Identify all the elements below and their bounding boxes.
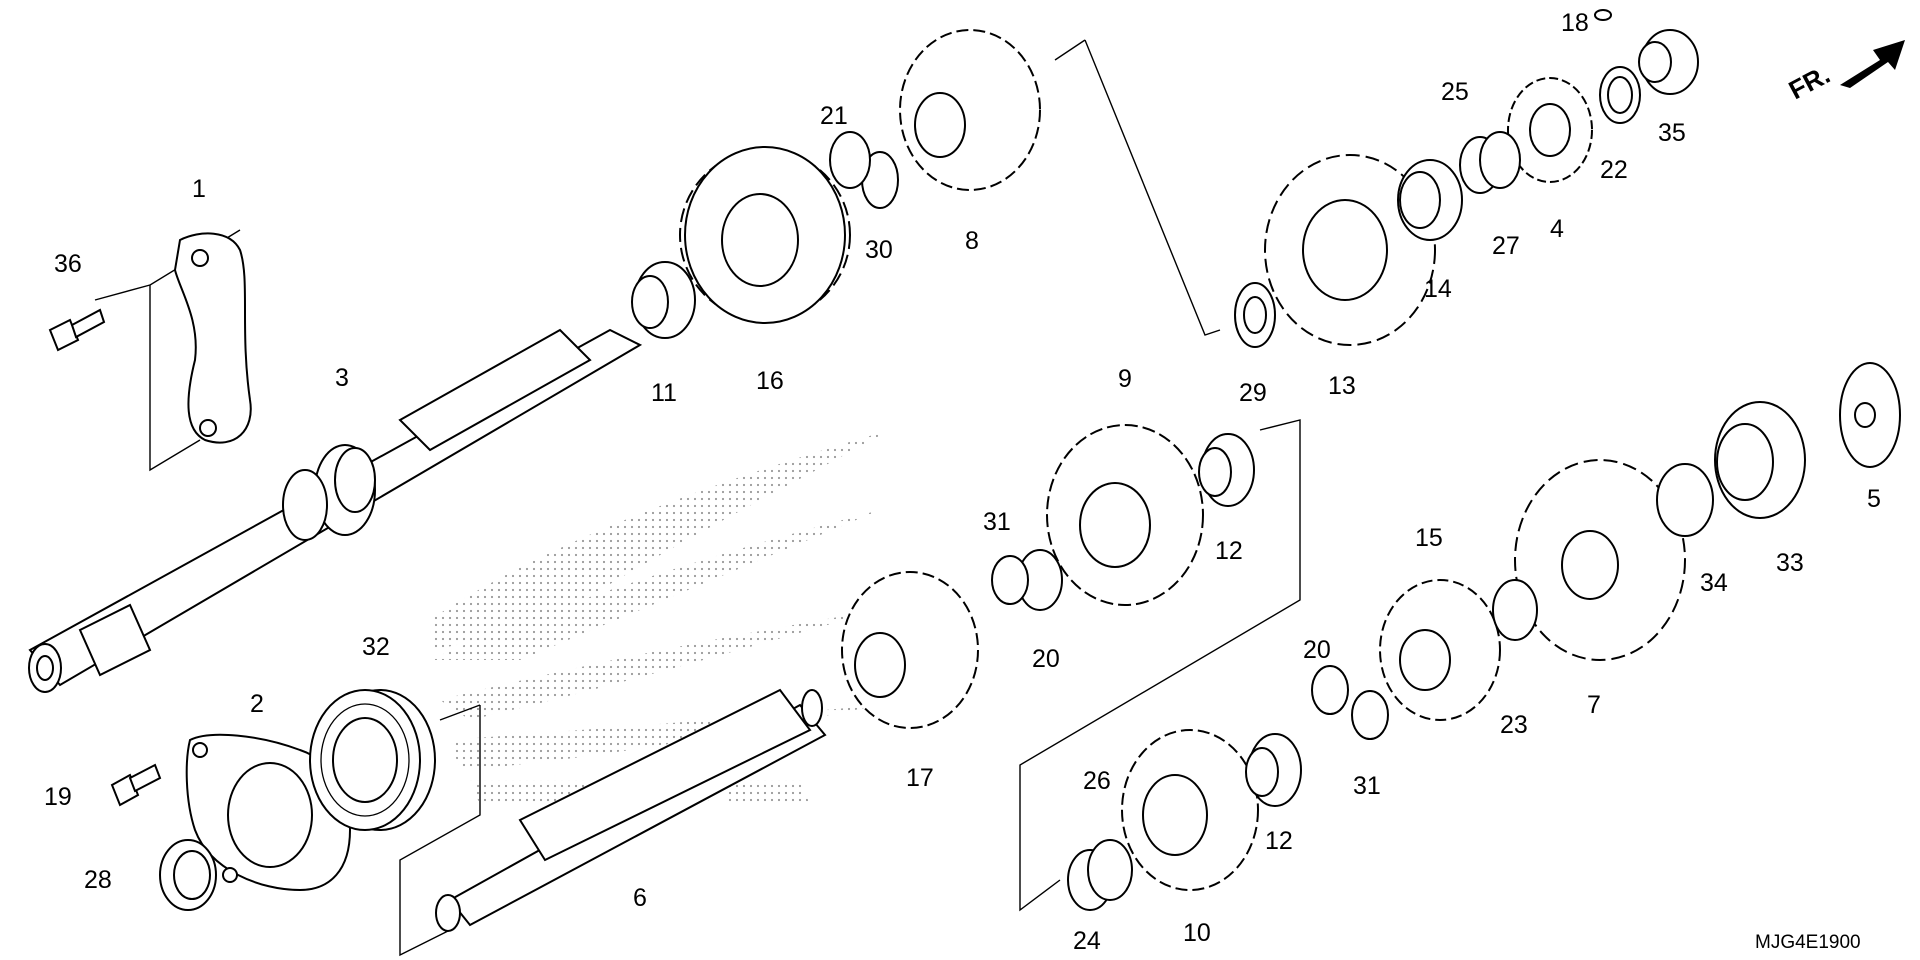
shift-bracket: [173, 232, 252, 444]
gear: [1514, 459, 1686, 661]
washers-and-bushings: [631, 9, 1901, 911]
callout-23: 23: [1500, 711, 1528, 739]
callout-21: 21: [820, 102, 848, 130]
callout-29: 29: [1239, 379, 1267, 407]
gear: [841, 571, 979, 729]
diagram-code: MJG4E1900: [1755, 932, 1861, 953]
callout-26: 26: [1083, 767, 1111, 795]
callout-8: 8: [965, 227, 979, 255]
gear: [679, 146, 851, 324]
callout-6: 6: [633, 884, 647, 912]
callout-36: 36: [54, 250, 82, 278]
callout-22: 22: [1600, 156, 1628, 184]
countershaft: [435, 688, 827, 932]
callout-18: 18: [1561, 9, 1589, 37]
callout-35: 35: [1658, 119, 1686, 147]
callout-25: 25: [1441, 78, 1469, 106]
callout-24: 24: [1073, 927, 1101, 955]
callout-7: 7: [1587, 691, 1601, 719]
callout-31a: 31: [983, 508, 1011, 536]
gear: [899, 29, 1041, 191]
bolt: [110, 763, 162, 807]
honda-wing-watermark: [430, 430, 890, 805]
leader-lines: [94, 39, 1301, 957]
gear: [1046, 424, 1204, 606]
callout-15: 15: [1415, 524, 1443, 552]
bolt: [48, 308, 106, 352]
callout-labels: 1 2 3 4 5 6 7 8 9 10 11 12 12 13 14 15 1…: [44, 9, 1881, 955]
callout-1: 1: [192, 175, 206, 203]
callout-12a: 12: [1215, 537, 1243, 565]
callout-31b: 31: [1353, 772, 1381, 800]
callout-27: 27: [1492, 232, 1520, 260]
callout-17: 17: [906, 764, 934, 792]
callout-3: 3: [335, 364, 349, 392]
callout-19: 19: [44, 783, 72, 811]
callout-14: 14: [1424, 275, 1452, 303]
callout-34: 34: [1700, 569, 1728, 597]
callout-20b: 20: [1303, 636, 1331, 664]
callout-9: 9: [1118, 365, 1132, 393]
gear: [1264, 154, 1436, 346]
gear: [1379, 579, 1501, 721]
callout-10: 10: [1183, 919, 1211, 947]
gear: [1121, 729, 1259, 891]
callout-11: 11: [651, 379, 677, 407]
mainshaft: [28, 328, 643, 693]
callout-2: 2: [250, 690, 264, 718]
callout-16: 16: [756, 367, 784, 395]
callout-13: 13: [1328, 372, 1356, 400]
callout-32: 32: [362, 633, 390, 661]
callout-28: 28: [84, 866, 112, 894]
gear: [1507, 77, 1593, 183]
callout-20a: 20: [1032, 645, 1060, 673]
front-direction-indicator: FR.: [1784, 40, 1905, 105]
callout-12b: 12: [1265, 827, 1293, 855]
ball-bearing: [309, 689, 436, 831]
direction-label: FR.: [1784, 59, 1835, 105]
washer: [159, 839, 217, 911]
callout-5: 5: [1867, 485, 1881, 513]
callout-4: 4: [1550, 215, 1564, 243]
front-arrow-icon: [1840, 40, 1905, 88]
callout-33: 33: [1776, 549, 1804, 577]
callout-30: 30: [865, 236, 893, 264]
